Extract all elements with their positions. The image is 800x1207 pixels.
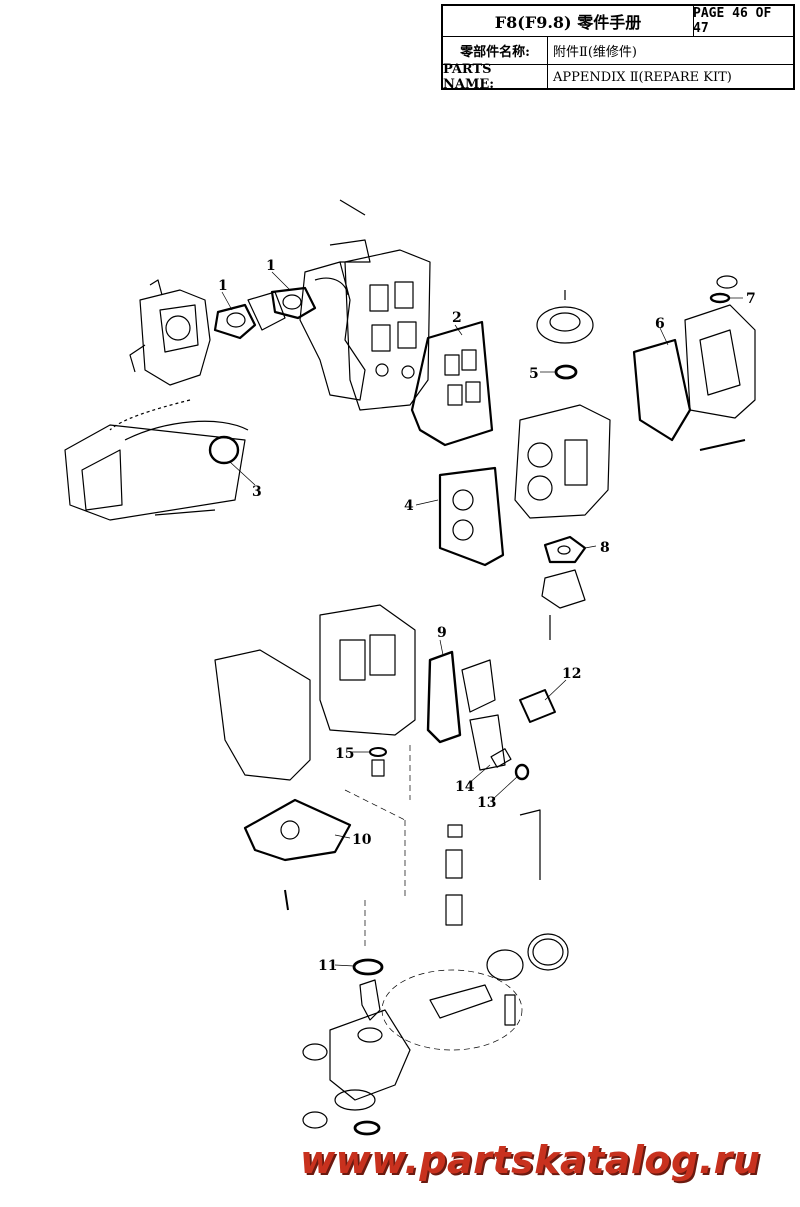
bearing-lower <box>302 1111 328 1129</box>
callout-6: 6 <box>655 316 665 332</box>
callout-14: 14 <box>455 779 475 795</box>
plug-14 <box>490 748 512 768</box>
piston-assembly <box>429 933 569 1026</box>
manifold-gasket-9 <box>426 650 462 744</box>
parts-name-label-en: PARTS NAME: <box>443 62 548 92</box>
intake-gasket-1 <box>213 303 257 340</box>
fuel-filter-column <box>445 824 463 926</box>
title-row: F8(F9.8) 零件手册 PAGE 46 OF 47 <box>443 6 793 37</box>
callout-1b: 1 <box>266 258 276 274</box>
callout-5: 5 <box>529 366 539 382</box>
parts-name-value-en: APPENDIX Ⅱ(REPARE KIT) <box>553 69 732 85</box>
parts-name-en-row: PARTS NAME: APPENDIX Ⅱ(REPARE KIT) <box>443 62 793 92</box>
crankcase-illustration <box>214 604 416 781</box>
gasket-12 <box>519 689 556 723</box>
thermostat-cover <box>541 569 586 609</box>
crankshaft-illustration <box>329 979 411 1111</box>
oil-pan-gasket-10 <box>243 798 352 862</box>
parts-name-value-cn: 附件Ⅱ(维修件) <box>553 44 637 60</box>
intake-gasket-1b <box>270 286 317 320</box>
callout-3: 3 <box>252 484 262 500</box>
guide-lines <box>344 745 523 1051</box>
pulley-illustration <box>536 290 594 344</box>
oil-seal-11 <box>352 958 384 976</box>
seal-13 <box>514 763 530 781</box>
intake-manifold-illustration <box>299 199 371 401</box>
callout-8: 8 <box>600 540 610 556</box>
callout-7: 7 <box>746 291 756 307</box>
bolt-head <box>699 439 746 451</box>
silencer-illustration <box>64 399 249 521</box>
page-number: PAGE 46 OF 47 <box>693 6 772 36</box>
head-cover-illustration <box>684 275 756 419</box>
callout-13: 13 <box>477 795 496 811</box>
callout-15: 15 <box>335 746 354 762</box>
crankcase-cover-illustration <box>344 249 431 411</box>
cylinder-head-illustration <box>514 404 611 519</box>
manual-title: F8(F9.8) 零件手册 <box>443 6 694 36</box>
leader-lines-upper <box>221 271 743 549</box>
callout-4: 4 <box>404 498 414 514</box>
exhaust-cover <box>461 659 496 713</box>
callout-9: 9 <box>437 625 447 641</box>
o-ring-7 <box>709 292 731 304</box>
title-block: F8(F9.8) 零件手册 PAGE 46 OF 47 零部件名称: 附件Ⅱ(维… <box>441 4 795 92</box>
cover-gasket-2 <box>410 320 494 447</box>
head-cover-gasket-6 <box>632 338 692 442</box>
bearing-upper <box>302 1043 328 1061</box>
parts-name-cn-row: 零部件名称: 附件Ⅱ(维修件) <box>443 36 793 65</box>
callout-12: 12 <box>562 666 581 682</box>
bracket <box>469 714 506 771</box>
spacer <box>247 291 286 331</box>
bolt-long <box>154 509 216 516</box>
tube <box>519 809 541 880</box>
callout-labels: 1 1 2 3 4 5 6 7 8 9 10 11 12 13 14 15 <box>218 258 756 974</box>
head-gasket-4 <box>438 466 505 567</box>
o-ring-3 <box>208 435 240 465</box>
leader-lines-lower <box>334 639 567 967</box>
carburetor-illustration <box>129 279 211 386</box>
o-ring-15 <box>369 747 387 757</box>
oil-seal-lower <box>353 1120 381 1136</box>
watermark-text: www.partskatalog.ru <box>300 1138 761 1182</box>
callout-11: 11 <box>318 958 337 974</box>
fitting-15 <box>371 759 385 777</box>
callout-10: 10 <box>352 832 372 848</box>
callout-1a: 1 <box>218 278 228 294</box>
parts-name-label-cn: 零部件名称: <box>443 36 548 64</box>
bolt-pan <box>284 889 289 911</box>
thermostat-gasket-8 <box>543 535 587 564</box>
oil-seal-5 <box>554 364 578 380</box>
callout-2: 2 <box>452 310 462 326</box>
